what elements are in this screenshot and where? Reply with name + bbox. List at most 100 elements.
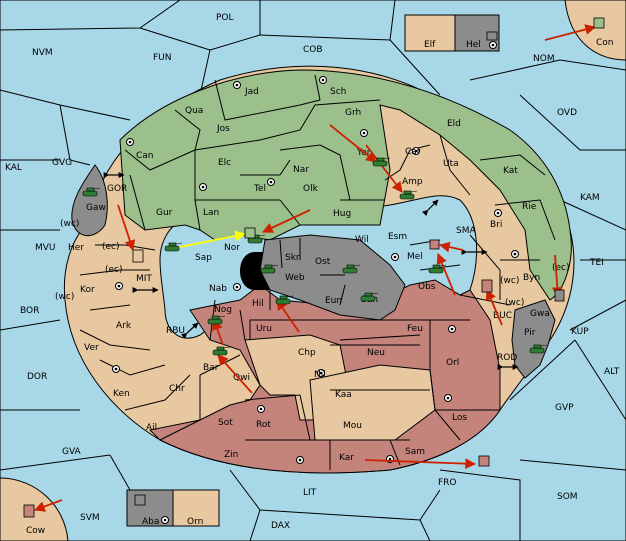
army-unit (82, 187, 101, 197)
label-GVP: GVP (555, 403, 574, 413)
unit-box (486, 31, 498, 41)
label-Nil: Nil (314, 370, 326, 380)
unit-box (134, 494, 146, 506)
order-arrows (33, 24, 597, 512)
label-Hel: Hel (466, 40, 481, 50)
army-unit (212, 346, 231, 356)
label-DOR: DOR (27, 372, 47, 382)
label-Eun: Eun (325, 296, 342, 306)
label-Feu: Feu (407, 324, 423, 334)
label-Uru: Uru (256, 324, 272, 334)
label-ROD: ROD (497, 353, 517, 363)
elf-box (404, 14, 456, 52)
label-Skr: Skr (285, 253, 300, 263)
unit-box (478, 455, 490, 467)
label-SMA: SMA (456, 226, 476, 236)
army-unit (428, 264, 447, 274)
label-Rot: Rot (256, 420, 271, 430)
army-unit (399, 190, 418, 200)
label-DAX: DAX (271, 521, 290, 531)
supply-centers (112, 41, 519, 524)
label-Aba: Aba (142, 517, 159, 527)
coast-label: (wc) (505, 298, 524, 308)
unit-box (481, 279, 493, 293)
label-Bar: Bar (203, 363, 219, 373)
label-Wil: Wil (355, 235, 369, 245)
unit-box (132, 249, 144, 263)
label-Orl: Orl (446, 358, 459, 368)
label-Mel: Mel (407, 252, 423, 262)
coast-label: (ec) (552, 263, 570, 273)
unit-box (429, 239, 440, 250)
label-Elc: Elc (218, 158, 231, 168)
label-GOR: GOR (107, 184, 127, 194)
label-Los: Los (452, 413, 467, 423)
label-Sap: Sap (195, 253, 212, 263)
label-Jos: Jos (216, 124, 230, 134)
label-Bri: Bri (490, 220, 502, 230)
label-Kaa: Kaa (335, 390, 352, 400)
label-Rie: Rie (522, 202, 537, 212)
army-unit (164, 242, 183, 252)
label-Byn: Byn (523, 273, 540, 283)
label-Nab: Nab (209, 284, 227, 294)
label-ALT: ALT (604, 367, 620, 377)
label-Kor: Kor (80, 285, 95, 295)
unit-box (23, 504, 35, 518)
label-Ken: Ken (113, 389, 130, 399)
label-Chr: Chr (169, 384, 185, 394)
label-Hil: Hil (252, 299, 264, 309)
gwa-pir (511, 299, 556, 379)
label-Lan: Lan (203, 208, 219, 218)
green-zone (119, 69, 572, 301)
label-Her: Her (68, 243, 84, 253)
unit-box (554, 289, 565, 302)
label-Web: Web (285, 273, 305, 283)
label-Obs: Obs (418, 282, 436, 292)
label-Grh: Grh (345, 108, 361, 118)
orn-box (172, 489, 220, 527)
adjacency-arrows (103, 172, 519, 370)
label-Hug: Hug (333, 209, 351, 219)
label-Sch: Sch (330, 87, 346, 97)
army-unit (207, 315, 226, 325)
label-FRO: FRO (438, 478, 457, 488)
label-Sot: Sot (218, 418, 233, 428)
label-Mou: Mou (343, 421, 362, 431)
label-Neu: Neu (367, 348, 385, 358)
armies (82, 157, 548, 356)
label-Gur: Gur (156, 208, 173, 218)
label-Kat: Kat (503, 166, 518, 176)
gaw-peninsula (71, 164, 108, 237)
label-Can: Can (136, 151, 154, 161)
army-unit (342, 264, 361, 274)
label-GVG: GVG (52, 158, 72, 168)
label-Ost: Ost (315, 257, 331, 267)
label-Chp: Chp (298, 348, 316, 358)
label-KUP: KUP (571, 327, 589, 337)
label-Zin: Zin (224, 450, 238, 460)
fleet-markers (23, 17, 605, 518)
label-Eld: Eld (447, 119, 461, 129)
land-labels: Jad Sch Qua Jos Grh Eld Can Elc Nar Tel … (26, 38, 614, 536)
label-BOR: BOR (20, 306, 39, 316)
coast-label: (ec) (102, 242, 120, 252)
army-unit (275, 295, 294, 305)
label-SOM: SOM (557, 492, 578, 502)
army-unit (360, 292, 379, 302)
label-Ver: Ver (84, 343, 99, 353)
coast-label: (wc) (60, 219, 79, 229)
label-MVU: MVU (35, 243, 56, 253)
label-Cow: Cow (26, 526, 45, 536)
label-KAM: KAM (580, 193, 600, 203)
label-Olk: Olk (303, 184, 319, 194)
army-unit (372, 157, 391, 167)
label-Qwi: Qwi (233, 373, 250, 383)
label-GVA: GVA (62, 447, 82, 457)
army-unit (260, 264, 279, 274)
label-Ark: Ark (116, 321, 132, 331)
label-NOM: NOM (533, 54, 555, 64)
